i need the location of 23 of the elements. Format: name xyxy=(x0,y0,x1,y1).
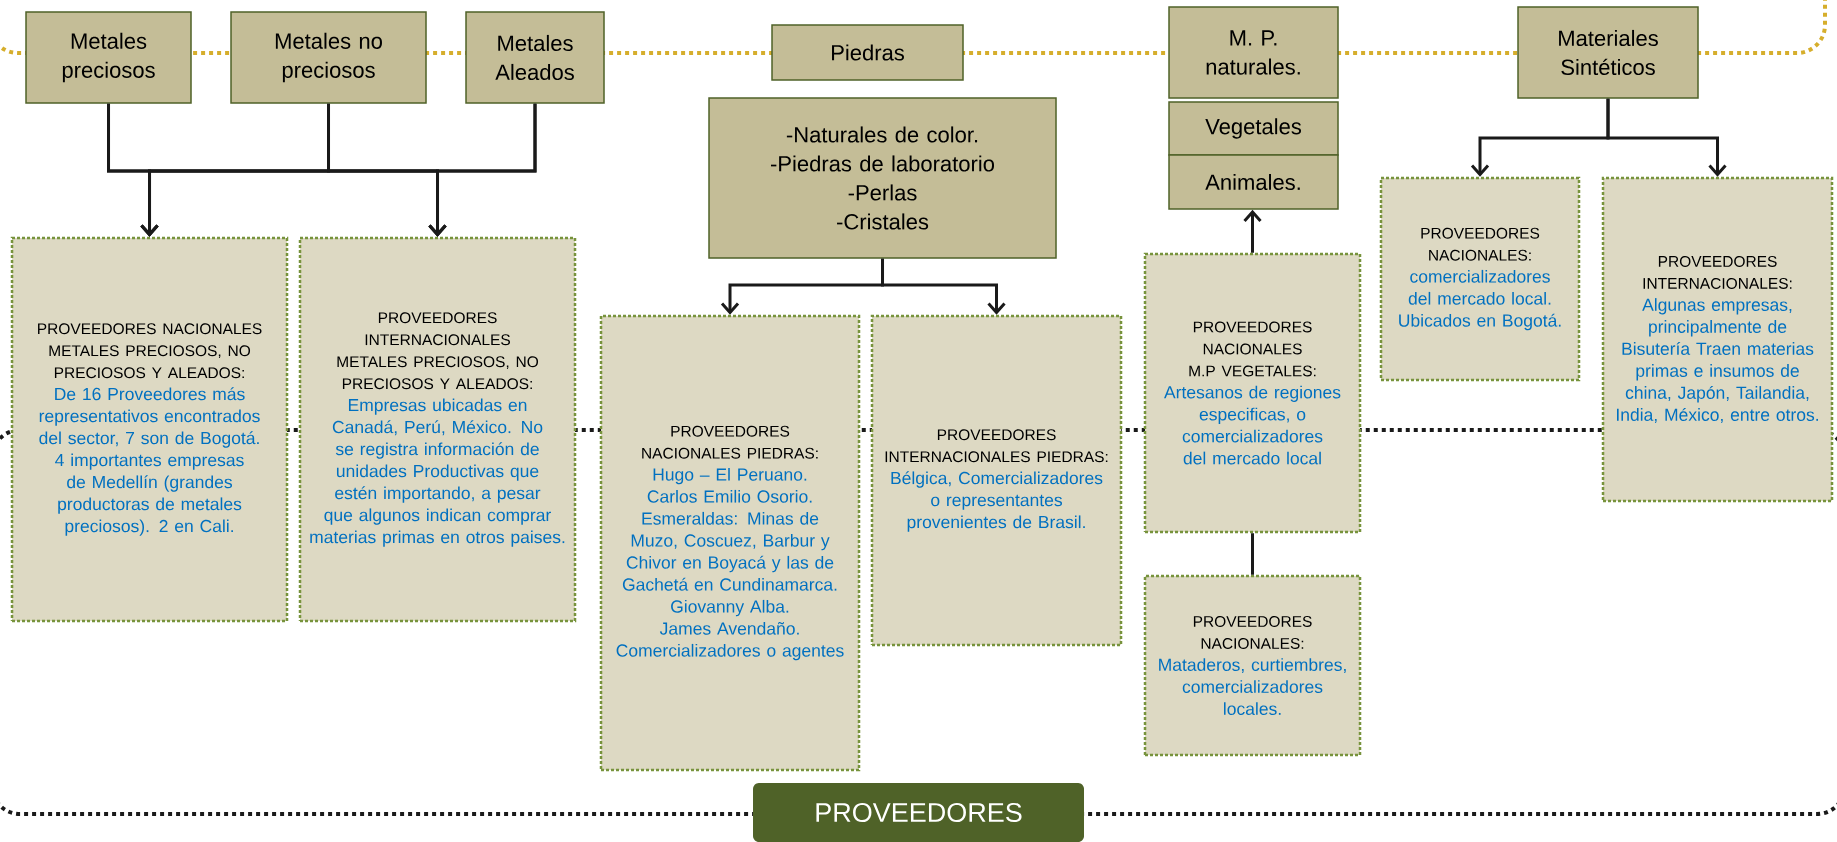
title-banner: PROVEEDORES xyxy=(753,783,1084,842)
arrow xyxy=(1243,209,1262,253)
supplier-box: PROVEEDORES NACIONALES METALES PRECIOSOS, NO PRECIOSOS Y ALEADOS: De 16 Proveedores más representativos encontrados del sector, 7 son de Bogotá. 4 importantes empresas de Medellín (grandes productoras de metales preciosos). 2 en Cali. xyxy=(10,236,289,623)
category-box: Metales preciosos xyxy=(25,11,192,104)
supplier-box: PROVEEDORES INTERNACIONALES: Algunas empresas, principalmente de Bisutería Traen materias primas e insumos de china, Japón, Tailandia, India, México, entre otros. xyxy=(1601,176,1834,503)
category-box: M. P. naturales. xyxy=(1168,6,1339,99)
category-box: Metales no preciosos xyxy=(230,11,427,104)
arrow xyxy=(881,258,1006,315)
connector-line xyxy=(1251,533,1254,575)
category-box: Animales. xyxy=(1168,154,1339,210)
category-box: Materiales Sintéticos xyxy=(1517,6,1699,99)
supplier-box: PROVEEDORES NACIONALES: Mataderos, curtiembres, comercializadores locales. xyxy=(1143,574,1362,757)
category-box: Metales Aleados xyxy=(465,11,605,104)
supplier-box: PROVEEDORES NACIONALES PIEDRAS: Hugo – El Peruano. Carlos Emilio Osorio. Esmeraldas: Minas de Muzo, Coscuez, Barbur y Chivor en Boyacá y las de Gachetá en Cundinamarca. Giovanny Alba. James Avendaño. Comercializadores o agentes xyxy=(599,314,861,772)
arrow xyxy=(428,103,537,237)
supplier-box: PROVEEDORES INTERNACIONALES METALES PRECIOSOS, NO PRECIOSOS Y ALEADOS: Empresas ubicadas en Canadá, Perú, México. No se registra información de unidades Productivas que estén importando, a pesar que algunos indican comprar materias primas en otros paises. xyxy=(298,236,577,623)
supplier-box: PROVEEDORES NACIONALES: comercializadores del mercado local. Ubicados en Bogotá. xyxy=(1379,176,1581,382)
category-box: Piedras xyxy=(771,24,964,81)
category-box: -Naturales de color. -Piedras de laboratorio -Perlas -Cristales xyxy=(708,97,1057,259)
category-box: Vegetales xyxy=(1168,101,1339,156)
arrow xyxy=(1606,98,1727,177)
supplier-box: PROVEEDORES NACIONALES M.P VEGETALES: Artesanos de regiones especificas, o comercializadores del mercado local xyxy=(1143,252,1362,534)
supplier-box: PROVEEDORES INTERNACIONALES PIEDRAS: Bélgica, Comercializadores o representantes provenientes de Brasil. xyxy=(870,314,1123,647)
